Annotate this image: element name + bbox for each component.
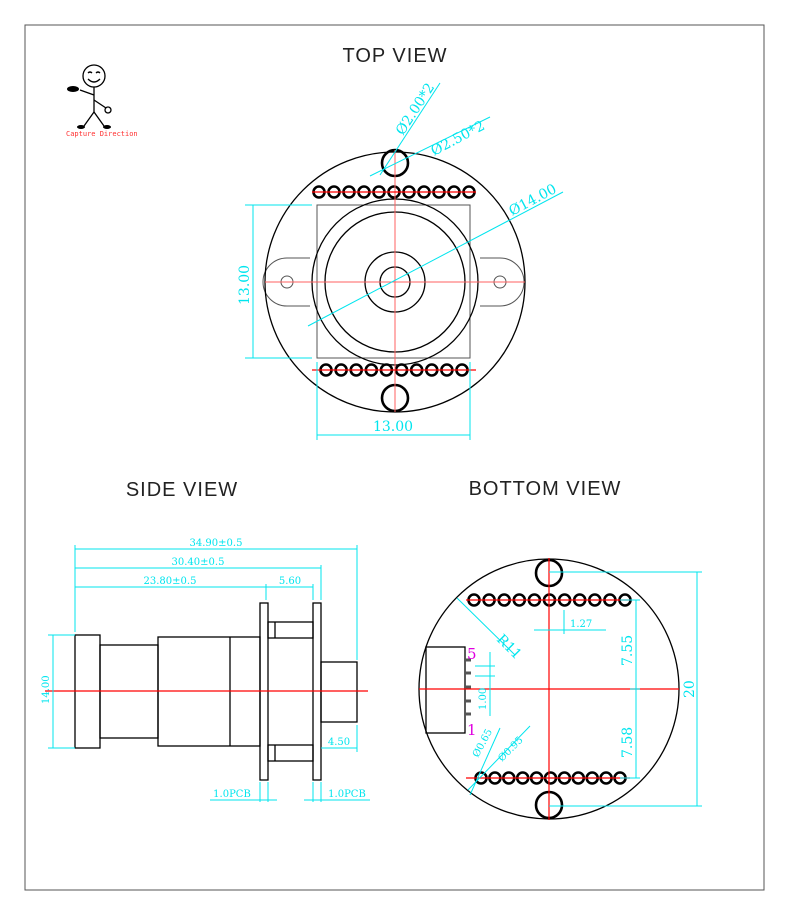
top-hole-small-dim: Ø2.00*2 (393, 80, 438, 138)
pad-pitch-dim: 1.27 (570, 619, 592, 630)
connector-pin (465, 685, 471, 689)
overall-length-dim: 34.90±0.5 (190, 538, 243, 549)
pad-outer-dim: Ø0.95 (496, 735, 525, 764)
capture-direction-logo: Capture Direction (66, 64, 138, 138)
logo-caption: Capture Direction (66, 130, 138, 138)
top-view: Ø2.00*2 Ø2.50*2 Ø14.00 13.00 13.00 (237, 80, 564, 440)
top-view-title: TOP VIEW (342, 45, 447, 67)
connector-pins (465, 658, 471, 716)
side-height-dim: 14.00 (41, 675, 52, 704)
board-diameter-dim: 20 (682, 680, 698, 698)
connector-pin (465, 671, 471, 675)
connector-pin (465, 699, 471, 703)
connector-length-dim: 4.50 (328, 737, 350, 748)
pcb2-thickness-dim: 1.0PCB (328, 789, 366, 800)
pcb2-length-dim: 30.40±0.5 (172, 557, 225, 568)
side-view-title: SIDE VIEW (126, 479, 238, 501)
drawing-frame (24, 24, 765, 891)
pin-pitch-dim: 1.00 (478, 688, 489, 710)
pcb1-thickness-dim: 1.0PCB (213, 789, 251, 800)
top-hole-large-dim: Ø2.50*2 (428, 118, 487, 160)
pcb1-length-dim: 23.80±0.5 (144, 576, 197, 587)
side-view: 34.90±0.5 30.40±0.5 23.80±0.5 5.60 14.00… (41, 538, 370, 802)
connector-pin (465, 712, 471, 716)
connector-pin (465, 658, 471, 662)
lens-diameter-dim: Ø14.00 (506, 181, 559, 219)
upper-offset-dim: 7.55 (620, 635, 636, 666)
board-radius-dim: R11 (493, 632, 524, 663)
pin-5-label: 5 (467, 645, 477, 663)
bottom-view-title: BOTTOM VIEW (469, 478, 622, 500)
top-width-dim: 13.00 (373, 419, 413, 435)
pcb-gap-dim: 5.60 (279, 576, 301, 587)
top-height-dim: 13.00 (237, 265, 253, 305)
bottom-view: 1.27 R11 7.55 7.58 20 1.00 Ø0.65 Ø0.95 5… (418, 558, 702, 820)
lower-offset-dim: 7.58 (620, 727, 636, 758)
pin-1-label: 1 (467, 721, 477, 739)
